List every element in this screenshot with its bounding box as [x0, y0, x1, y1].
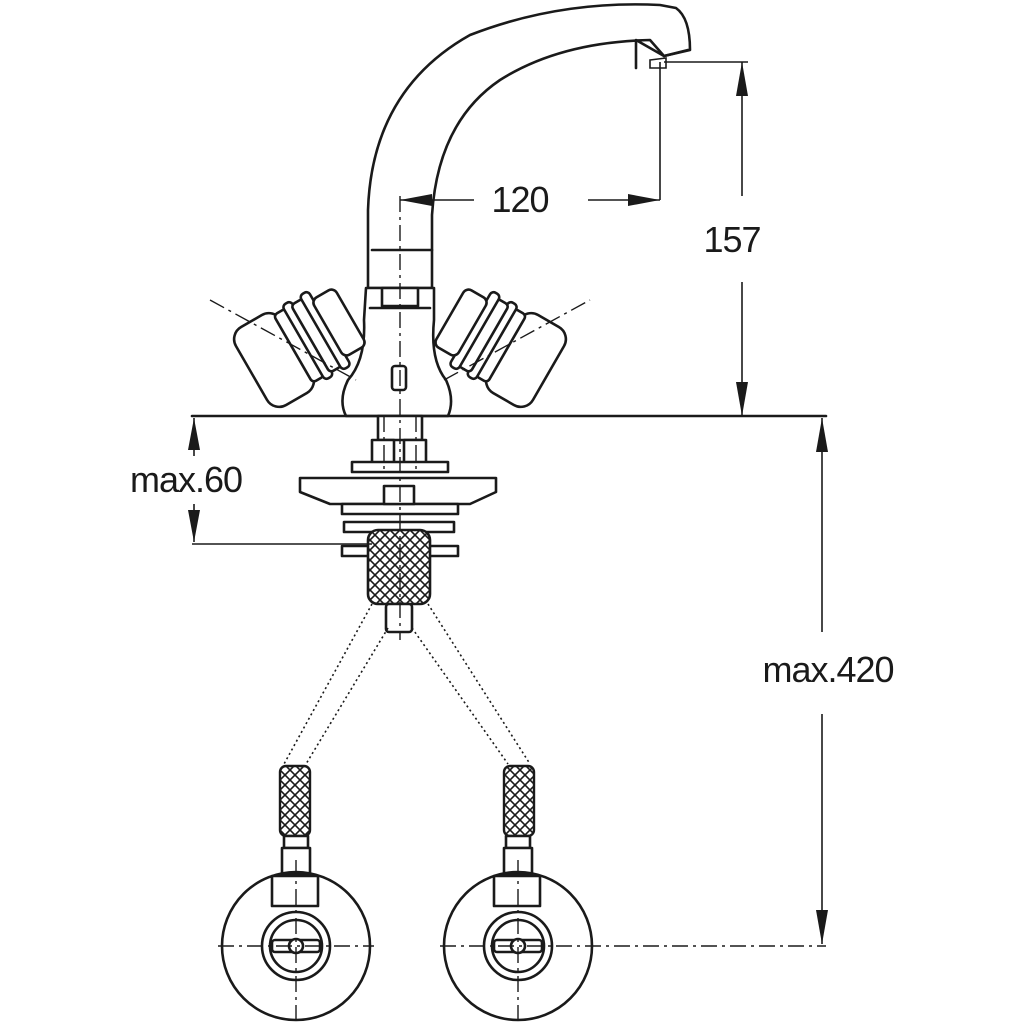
spout — [366, 3, 692, 290]
right-handle — [434, 288, 568, 409]
right-handle-axis — [443, 299, 591, 381]
dimension-label-hose-length: max.420 — [762, 649, 893, 690]
left-handle-axis — [209, 299, 357, 381]
dimension-hose-length: max.420 — [762, 418, 895, 944]
dimension-spout-height: 157 — [703, 62, 762, 416]
faucet-body — [341, 286, 453, 418]
dimension-label-spout-reach: 120 — [491, 179, 548, 220]
dimension-mount-thickness: max.60 — [130, 418, 372, 545]
right-shutoff-valve — [440, 860, 826, 1022]
right-hose-end — [492, 764, 542, 908]
dimension-label-spout-height: 157 — [703, 219, 760, 260]
left-hose-end — [270, 764, 320, 908]
dimension-label-mount-thickness: max.60 — [130, 459, 242, 500]
braided-connector — [366, 528, 432, 634]
flexible-hoses — [283, 603, 531, 765]
dimension-spout-reach: 120 — [400, 61, 748, 220]
left-shutoff-valve — [218, 860, 374, 1022]
left-handle — [232, 288, 366, 409]
